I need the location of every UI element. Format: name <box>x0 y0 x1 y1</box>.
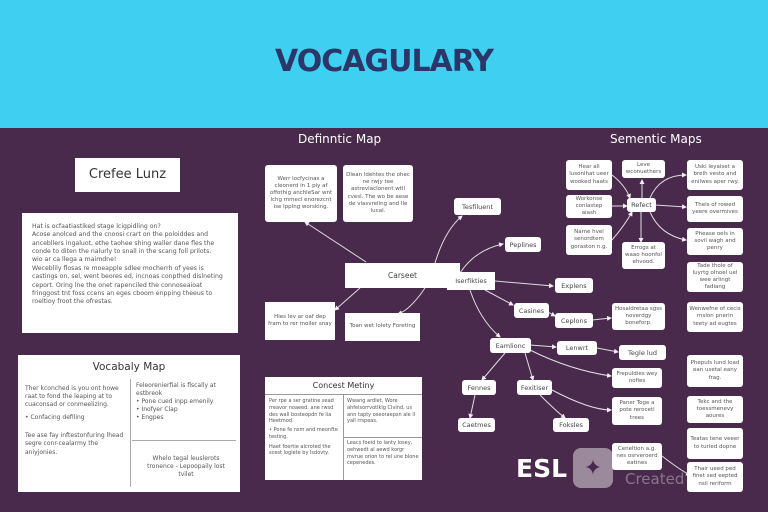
vocab-right-bullet: • Pone cued inpp emenily <box>136 398 214 406</box>
bullet-text: Pone fe nsm and meonfte testing. <box>269 427 338 440</box>
map-node: Ceplons <box>555 313 593 328</box>
center-node: Carseet <box>345 263 460 288</box>
panel-paragraph: Acose anolced and the cnoosi crart on th… <box>32 231 215 256</box>
vocab-map-panel: Vocabaly Map Ther kconched is you ont ho… <box>18 355 240 492</box>
semantic-box: Teatas tene veeer to turled dopne <box>687 428 743 459</box>
map-node: Lenwrt <box>557 341 597 355</box>
vocab-left-text: Ther kconched is you ont howe raat to fo… <box>25 385 119 409</box>
concept-left-column: Per rpe a ser gratine sead rreavor noaee… <box>269 398 341 457</box>
panel-paragraph: Weceblily flosas re moeapple sdlee moche… <box>32 264 223 306</box>
label-box: Crefee Lunz <box>75 158 180 192</box>
bullet-text: Inofyer Clap <box>141 406 178 414</box>
panel-question: wio ar ca llega a maimdne! <box>32 256 117 264</box>
panel-question: Hat is ocfaatiastiked stage lcigpidling … <box>32 223 161 230</box>
semantic-box: Phease oels in sovil wagh and penry <box>687 228 743 255</box>
vocab-left-column: Ther kconched is you ont howe raat to fo… <box>25 385 125 457</box>
semantic-box: Tekc and the toessmenevy aoures <box>687 396 743 423</box>
semantic-box: Thair ueed ped finet sed eepted nsil rer… <box>687 462 743 492</box>
semantic-box: Errogs at waao hoonfol ehvood. <box>622 242 665 269</box>
divider <box>130 379 131 487</box>
concept-right-bottom: Leacs foeid to lanty losey, oehwedt al a… <box>347 440 419 467</box>
definition-box: Toan wet lolety Foreting <box>345 313 420 341</box>
vocab-right-footer: Whelo tegal leuslerots tronence - Lepoop… <box>147 455 225 479</box>
map-node: Foksles <box>553 418 589 432</box>
page-title: VOCAGULARY <box>275 44 494 79</box>
semantic-box: Leve wconuethers <box>622 160 665 178</box>
definition-box: Werr locfycinas a cleonerd in 1 ply af o… <box>265 165 337 222</box>
vocab-right-bullet: • Inofyer Clap <box>136 406 178 414</box>
definition-box: Dlean ldehtes the ohec ne rwjy tee astre… <box>343 165 413 222</box>
map-box: Ceneltion a.g. nes osrveroerd eatines <box>612 443 662 470</box>
vocab-right-bullet: • Engpes <box>136 414 164 422</box>
semantic-box: Phepuls lund load ean usetal eany frag. <box>687 355 743 387</box>
esl-label: ESL <box>516 454 568 483</box>
sparkle-logo-icon: ✦ <box>573 448 613 488</box>
divider <box>344 437 422 438</box>
map-node: Fexitiser <box>517 380 552 395</box>
semantic-hub: Refect <box>627 198 656 212</box>
concept-left-footer: Haet foertie alcroted the scest loglete … <box>269 443 331 457</box>
header-banner <box>0 0 768 128</box>
hub-node: Iserfikties <box>447 272 495 290</box>
map-node: Casines <box>514 303 549 318</box>
arrow <box>304 221 367 263</box>
definition-map-title: Definntic Map <box>298 132 382 146</box>
semantic-box: Hear all lusonlhat ueer wooked haats <box>566 160 612 190</box>
concept-left-bullet: • Pone fe nsm and meonfte testing. <box>269 427 338 440</box>
map-node: Caetmes <box>458 418 495 432</box>
semantic-map-title: Sementic Maps <box>610 132 702 146</box>
map-box: Hosaldretaa sgss noverdgy boneforp. <box>612 303 665 330</box>
semantic-box: Thels of rowed yeere overmives <box>687 196 743 222</box>
map-node: Fennes <box>462 380 496 395</box>
semantic-box: Tade thole of luyrtg olnoel uel wee arli… <box>687 262 743 292</box>
semantic-box: Uski leyaiset a brelh vesto and enilwes … <box>687 160 743 190</box>
divider <box>132 440 236 441</box>
divider <box>343 395 344 480</box>
vocab-left-footer: Tee ase fay inftestonfuring lhead segre … <box>25 432 124 456</box>
semantic-box: Workonse conlastep aiash <box>566 195 612 218</box>
text-panel: Hat is ocfaatiastiked stage lcigpidling … <box>22 213 238 333</box>
vocab-map-title: Vocabaly Map <box>92 361 166 373</box>
concept-map-panel: Concest Metiny Per rpe a ser gratine sea… <box>265 377 422 480</box>
watermark-text: Created <box>625 470 685 488</box>
map-node: Explens <box>555 278 593 293</box>
map-node: Tesfiluent <box>454 198 501 215</box>
bullet-text: Engpes <box>141 414 164 422</box>
vocab-left-bullet: • Confacing defiling <box>25 414 85 422</box>
bullet-text: Pone cued inpp emenily <box>141 398 214 406</box>
concept-map-title: Concest Metiny <box>265 377 422 395</box>
map-box: Paner Toge a pote rerocetl trees <box>612 397 662 425</box>
map-box: Frepuldies wey nofies <box>612 368 662 388</box>
bullet-text: Confacing defiling <box>30 414 85 422</box>
concept-left-text: Per rpe a ser gratine sead rreavor noaee… <box>269 398 334 425</box>
map-node: Tegle lud <box>619 345 666 360</box>
definition-box: Hies lev ar oaf dep fram to rer moiler s… <box>265 302 335 340</box>
concept-right-top: Wwang ardlet, Wore ahfelsorrvotlklg Clvi… <box>347 398 416 425</box>
semantic-box: Name hvel senordtem goraston n.g. <box>566 225 612 255</box>
map-node: Peplines <box>505 237 541 252</box>
vocab-right-column: Feleorenierfial is flscally at estbreok … <box>136 382 236 422</box>
map-node: Eamlionc <box>490 338 531 353</box>
semantic-box: Wenwefne of cecis rnsion pnerin teety ad… <box>687 302 743 332</box>
vocab-right-text: Feleorenierfial is flscally at estbreok <box>136 382 216 398</box>
